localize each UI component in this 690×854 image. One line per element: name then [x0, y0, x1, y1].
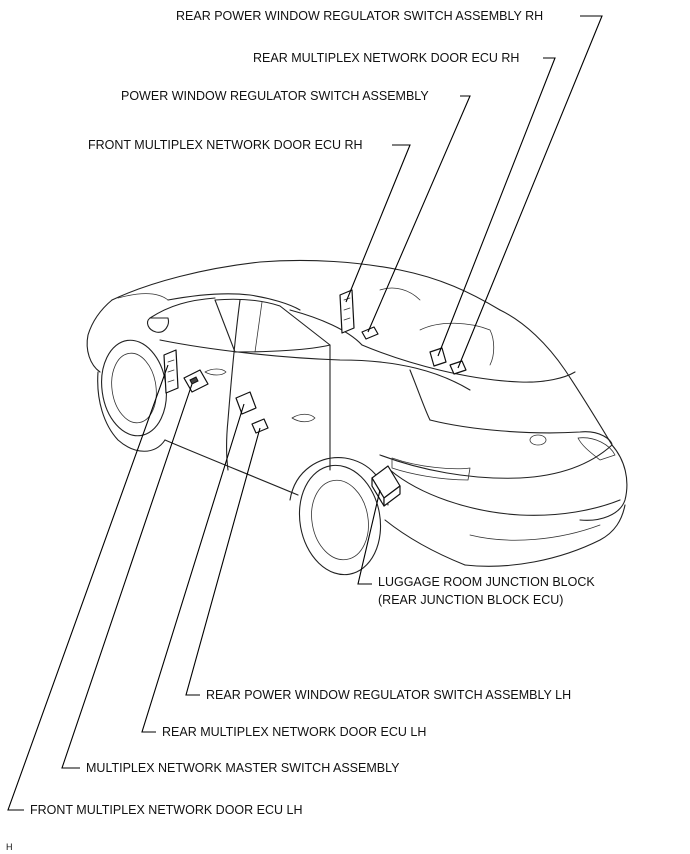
label-master-switch: MULTIPLEX NETWORK MASTER SWITCH ASSEMBLY	[86, 761, 400, 775]
car-outline-icon	[86, 259, 628, 576]
label-rear-pw-switch-lh: REAR POWER WINDOW REGULATOR SWITCH ASSEM…	[206, 688, 571, 702]
label-front-door-ecu-rh: FRONT MULTIPLEX NETWORK DOOR ECU RH	[88, 138, 363, 152]
front-door-ecu-lh-icon	[163, 349, 179, 394]
label-rear-pw-switch-rh: REAR POWER WINDOW REGULATOR SWITCH ASSEM…	[176, 9, 543, 23]
corner-mark: H	[6, 842, 13, 852]
label-rear-door-ecu-rh: REAR MULTIPLEX NETWORK DOOR ECU RH	[253, 51, 519, 65]
pw-switch-icon	[361, 326, 379, 340]
rear-door-ecu-lh-icon	[235, 391, 257, 415]
label-front-door-ecu-lh: FRONT MULTIPLEX NETWORK DOOR ECU LH	[30, 803, 302, 817]
rear-door-ecu-rh-icon	[429, 347, 447, 367]
label-rear-door-ecu-lh: REAR MULTIPLEX NETWORK DOOR ECU LH	[162, 725, 426, 739]
label-pw-switch: POWER WINDOW REGULATOR SWITCH ASSEMBLY	[121, 89, 429, 103]
label-luggage-jb-line2: (REAR JUNCTION BLOCK ECU)	[378, 593, 563, 607]
master-switch-icon	[183, 369, 209, 393]
leader-lines	[7, 15, 603, 811]
front-door-ecu-rh-icon	[339, 289, 355, 334]
rear-pw-switch-lh-icon	[251, 418, 269, 434]
label-luggage-jb-line1: LUGGAGE ROOM JUNCTION BLOCK	[378, 575, 595, 589]
